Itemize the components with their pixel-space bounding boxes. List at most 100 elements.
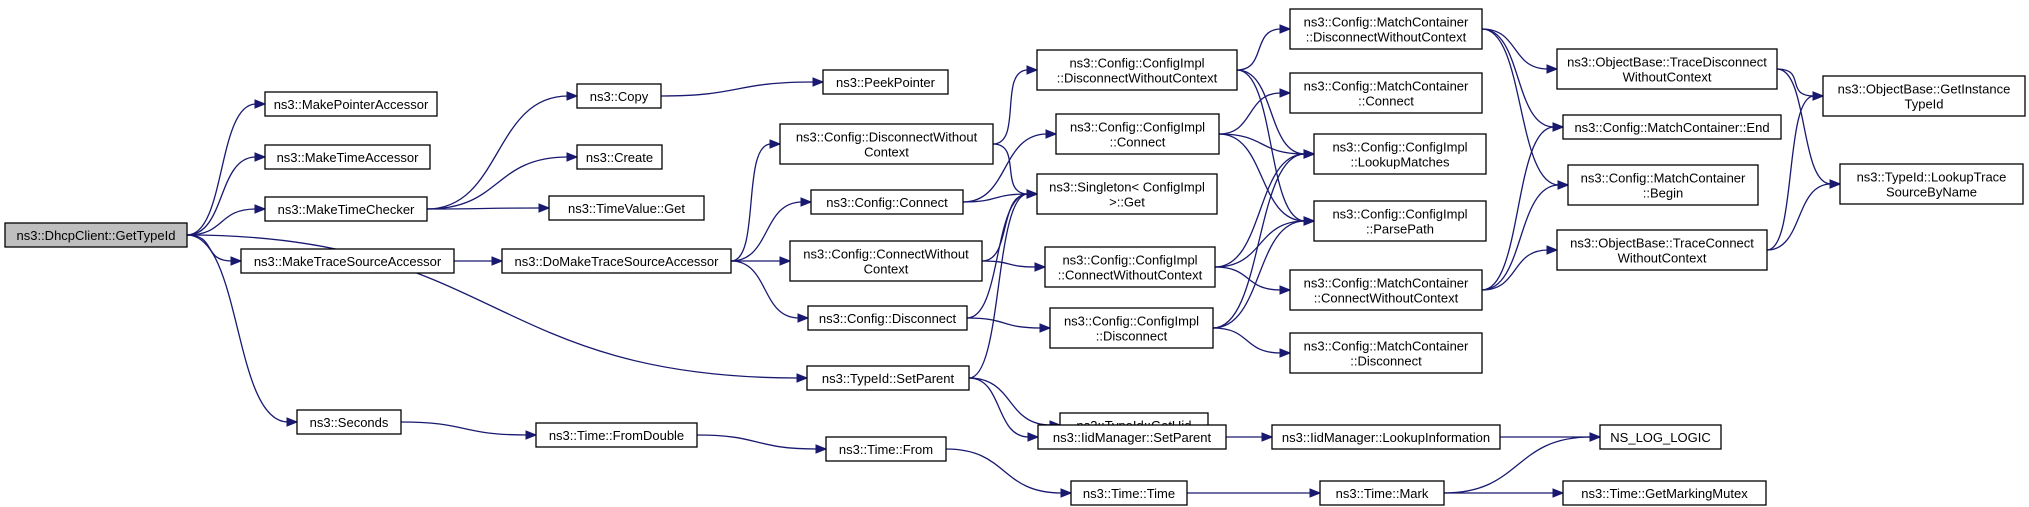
node-configimpl-connectwithoutcontext[interactable]: ns3::Config::ConfigImpl::ConnectWithoutC… — [1044, 246, 1216, 288]
node-config-disconnectwithoutcontext[interactable]: ns3::Config::DisconnectWithoutContext — [779, 123, 994, 165]
edge-line — [962, 193, 1029, 203]
node-label: ns3::Config::MatchContainer — [1304, 339, 1469, 354]
edge-gettypeid-to-seconds — [186, 234, 299, 427]
node-label: NS_LOG_LOGIC — [1610, 430, 1710, 445]
node-box — [779, 123, 994, 165]
node-matchcontainer-begin[interactable]: ns3::Config::MatchContainer::Begin — [1567, 164, 1759, 206]
edge-line — [186, 234, 799, 379]
edge-time-from-to-time-time — [945, 448, 1073, 498]
edge-domaketracesourceaccessor-to-config-connect — [730, 197, 813, 262]
edge-config-disconnect-to-configimpl-disconnect — [966, 317, 1052, 333]
node-label: ns3::Config::ConfigImpl — [1064, 314, 1199, 329]
node-configimpl-disconnect[interactable]: ns3::Config::ConfigImpl::Disconnect — [1049, 307, 1214, 349]
node-matchcontainer-disconnectwithoutcontext[interactable]: ns3::Config::MatchContainer::DisconnectW… — [1289, 8, 1483, 50]
edge-line — [1481, 28, 1555, 128]
node-label: ns3::Time::Time — [1083, 486, 1175, 501]
node-time-mark[interactable]: ns3::Time::Mark — [1319, 480, 1445, 506]
node-timevalue-get[interactable]: ns3::TimeValue::Get — [548, 195, 705, 221]
edge-time-fromdouble-to-time-from — [696, 434, 828, 454]
edge-line — [1214, 266, 1282, 291]
arrowhead — [1589, 432, 1602, 442]
node-box — [1289, 332, 1483, 374]
node-maketimeaccessor[interactable]: ns3::MakeTimeAccessor — [264, 144, 431, 170]
arrowhead — [1026, 65, 1039, 75]
node-label: ns3::Config::MatchContainer — [1304, 15, 1469, 30]
edge-iidmanager-setparent-to-iidmanager-lookupinformation — [1226, 432, 1274, 442]
node-config-disconnect[interactable]: ns3::Config::Disconnect — [807, 305, 968, 331]
node-box — [1037, 424, 1227, 450]
node-config-connectwithoutcontext[interactable]: ns3::Config::ConnectWithoutContext — [789, 240, 983, 282]
node-time-time[interactable]: ns3::Time::Time — [1070, 480, 1188, 506]
edge-time-mark-to-time-getmarkingmutex — [1443, 488, 1565, 498]
node-seconds[interactable]: ns3::Seconds — [296, 409, 402, 435]
edge-line — [1212, 327, 1282, 354]
node-typeid-setparent[interactable]: ns3::TypeId::SetParent — [806, 365, 970, 391]
node-matchcontainer-connectwithoutcontext[interactable]: ns3::Config::MatchContainer::ConnectWith… — [1289, 269, 1483, 311]
edge-objectbase-traceconnectwithoutcontext-to-objectbase-getinstancetypeid — [1766, 91, 1825, 251]
edge-line — [1766, 95, 1815, 251]
node-matchcontainer-disconnect[interactable]: ns3::Config::MatchContainer::Disconnect — [1289, 332, 1483, 374]
arrowhead — [230, 256, 243, 266]
node-label: ns3::Config::MatchContainer — [1581, 171, 1746, 186]
edge-line — [966, 193, 1029, 319]
node-box — [807, 305, 968, 331]
node-configimpl-disconnectwithoutcontext[interactable]: ns3::Config::ConfigImpl::DisconnectWitho… — [1036, 49, 1238, 91]
node-makepointeraccessor[interactable]: ns3::MakePointerAccessor — [264, 91, 438, 117]
arrowhead — [1552, 488, 1565, 498]
node-label: ns3::Config::ConfigImpl — [1070, 120, 1205, 135]
node-objectbase-traceconnectwithoutcontext[interactable]: ns3::ObjectBase::TraceConnectWithoutCont… — [1556, 229, 1768, 271]
node-time-getmarkingmutex[interactable]: ns3::Time::GetMarkingMutex — [1562, 480, 1767, 506]
node-ns-log-logic[interactable]: NS_LOG_LOGIC — [1599, 424, 1722, 450]
node-box — [1289, 269, 1483, 311]
node-label: ns3::ObjectBase::TraceDisconnect — [1567, 55, 1767, 70]
node-create[interactable]: ns3::Create — [576, 144, 663, 170]
node-box — [296, 409, 402, 435]
node-box — [1319, 480, 1445, 506]
node-matchcontainer-end[interactable]: ns3::Config::MatchContainer::End — [1562, 114, 1782, 140]
edge-gettypeid-to-maketimeaccessor — [186, 152, 267, 236]
edge-maketimechecker-to-create — [426, 152, 579, 210]
arrowhead — [525, 430, 538, 440]
edge-typeid-setparent-to-singleton-get — [968, 189, 1039, 379]
node-maketracesourceaccessor[interactable]: ns3::MakeTraceSourceAccessor — [240, 248, 455, 274]
edge-matchcontainer-connectwithoutcontext-to-objectbase-traceconnectwithoutcontext — [1481, 245, 1559, 291]
node-configimpl-connect[interactable]: ns3::Config::ConfigImpl::Connect — [1055, 113, 1220, 155]
node-label: >::Get — [1109, 195, 1145, 210]
node-box — [1289, 8, 1483, 50]
node-box — [1556, 48, 1778, 90]
node-config-connect[interactable]: ns3::Config::Connect — [810, 189, 964, 215]
arrowhead — [566, 91, 579, 101]
node-peekpointer[interactable]: ns3::PeekPointer — [822, 69, 949, 95]
node-iidmanager-setparent[interactable]: ns3::IidManager::SetParent — [1037, 424, 1227, 450]
edge-layer — [186, 24, 1842, 498]
node-maketimechecker[interactable]: ns3::MakeTimeChecker — [264, 196, 428, 222]
node-box — [1313, 133, 1487, 175]
node-matchcontainer-connect[interactable]: ns3::Config::MatchContainer::Connect — [1289, 72, 1483, 114]
node-box — [501, 248, 732, 274]
node-configimpl-lookupmatches[interactable]: ns3::Config::ConfigImpl::LookupMatches — [1313, 133, 1487, 175]
edge-configimpl-connect-to-matchcontainer-connect — [1218, 88, 1292, 135]
node-label: ::ConnectWithoutContext — [1314, 291, 1459, 306]
node-gettypeid[interactable]: ns3::DhcpClient::GetTypeId — [4, 222, 188, 248]
node-copy[interactable]: ns3::Copy — [576, 83, 662, 109]
node-time-from[interactable]: ns3::Time::From — [825, 436, 947, 462]
arrowhead — [1303, 149, 1316, 159]
node-iidmanager-lookupinformation[interactable]: ns3::IidManager::LookupInformation — [1271, 424, 1501, 450]
node-time-fromdouble[interactable]: ns3::Time::FromDouble — [535, 422, 698, 448]
node-singleton-get[interactable]: ns3::Singleton< ConfigImpl >::Get — [1036, 173, 1218, 215]
node-configimpl-parsepath[interactable]: ns3::Config::ConfigImpl::ParsePath — [1313, 200, 1487, 242]
arrowhead — [491, 256, 504, 266]
node-label: ::DisconnectWithoutContext — [1057, 71, 1218, 86]
node-label: ns3::Create — [586, 150, 653, 165]
edge-matchcontainer-disconnectwithoutcontext-to-objectbase-tracedisconnectwithoutcontext — [1481, 28, 1559, 74]
node-label: ns3::Singleton< ConfigImpl — [1049, 180, 1205, 195]
edge-time-time-to-time-mark — [1186, 488, 1322, 498]
edge-line — [1218, 92, 1282, 135]
node-domaketracesourceaccessor[interactable]: ns3::DoMakeTraceSourceAccessor — [501, 248, 732, 274]
arrowhead — [1027, 432, 1040, 442]
node-box — [1036, 49, 1238, 91]
node-objectbase-tracedisconnectwithoutcontext[interactable]: ns3::ObjectBase::TraceDisconnectWithoutC… — [1556, 48, 1778, 90]
